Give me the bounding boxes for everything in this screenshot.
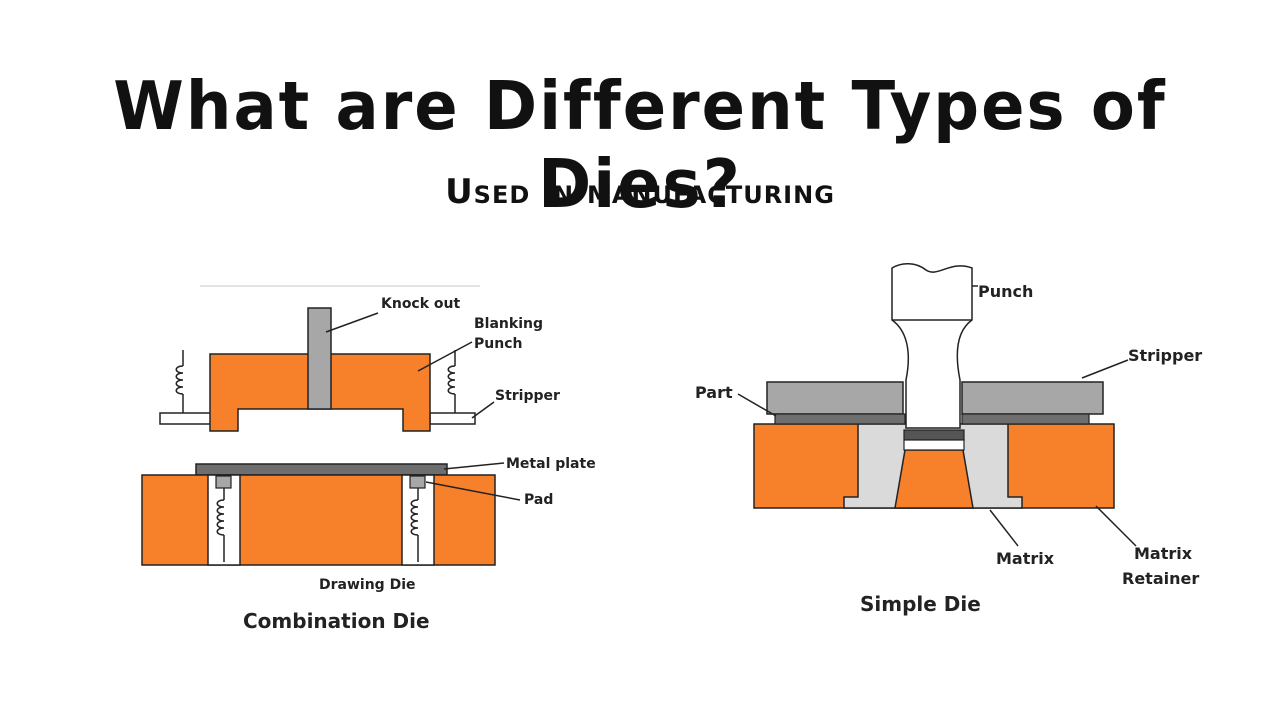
label-punch: Punch (978, 282, 1033, 301)
simple-leader-lines (737, 285, 1137, 547)
blanked-part (903, 429, 965, 441)
left-pad (215, 475, 232, 489)
part-sheet-right (961, 413, 1090, 425)
label-blanking-punch-2: Punch (474, 336, 522, 352)
label-part: Part (695, 383, 733, 402)
punch (891, 263, 973, 429)
caption-combination-die: Combination Die (243, 609, 430, 633)
label-matrix: Matrix (996, 549, 1055, 568)
left-bottom-spring (216, 488, 225, 562)
label-stripper-left: Stripper (495, 388, 560, 404)
page-subtitle: Used in manufacturing (445, 172, 835, 212)
left-stripper-plate (159, 412, 213, 425)
label-pad: Pad (524, 492, 553, 508)
page-title: What are Different Types of Dies? (113, 68, 1167, 224)
simple-die: Punch Stripper Part Matrix Matrix Retain… (695, 263, 1202, 616)
punch-gap (903, 439, 965, 451)
label-knock-out: Knock out (381, 296, 461, 312)
right-stripper-plate (429, 412, 476, 425)
part-sheet-left (774, 413, 906, 425)
right-bottom-spring (410, 488, 419, 562)
combination-die: Knock out Blanking Punch Stripper Metal … (141, 285, 596, 633)
label-stripper-right: Stripper (1128, 346, 1202, 365)
right-top-spring (447, 350, 456, 413)
right-pad (409, 475, 426, 489)
left-top-spring (175, 350, 184, 413)
right-stripper (961, 381, 1104, 415)
drawing-die-base (141, 474, 496, 566)
caption-simple-die: Simple Die (860, 592, 981, 616)
label-matrix-retainer-2: Retainer (1122, 569, 1199, 588)
label-blanking-punch-1: Blanking (474, 316, 543, 332)
left-stripper (766, 381, 904, 415)
label-matrix-retainer-1: Matrix (1134, 544, 1193, 563)
label-metal-plate: Metal plate (506, 456, 596, 472)
knock-out-rod (307, 307, 332, 410)
die-opening (894, 449, 974, 509)
label-drawing-die: Drawing Die (319, 577, 415, 593)
metal-plate (195, 463, 448, 476)
combination-leader-lines (325, 312, 521, 501)
